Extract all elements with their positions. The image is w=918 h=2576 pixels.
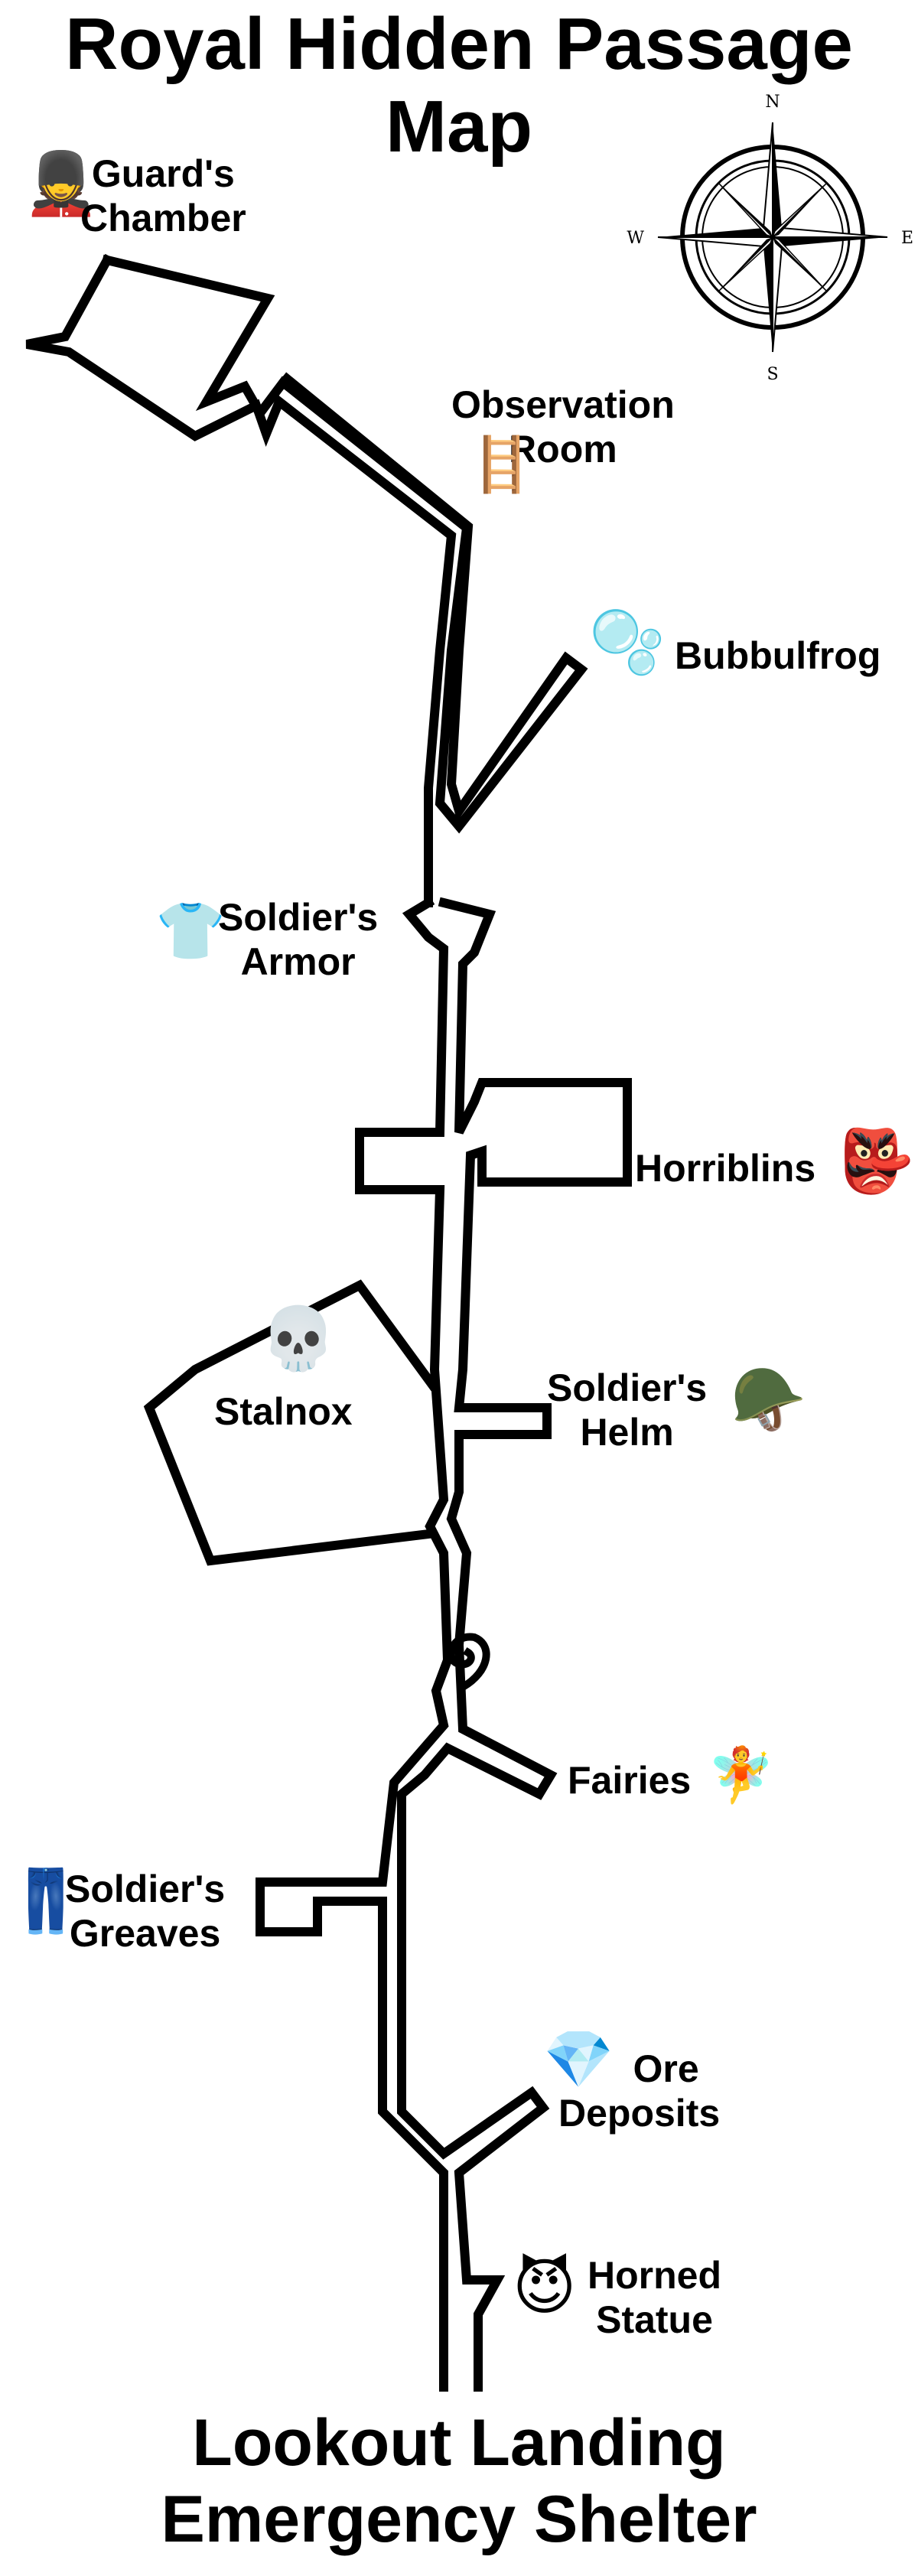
soldiers-helm-line-1: Soldier's — [547, 1366, 708, 1409]
shirt-icon: 👕 — [155, 899, 226, 962]
observation-room-line-2: Room — [509, 428, 617, 471]
ore-deposits-line-1: Ore — [633, 2047, 699, 2090]
soldiers-armor-line-1: Soldier's — [218, 896, 379, 939]
map-title-line-2: Map — [386, 86, 532, 168]
helmet-icon: 🪖 — [731, 1366, 807, 1434]
guards-chamber-line-1: Guard's — [91, 152, 235, 195]
bubbulfrog-label: Bubbulfrog — [675, 634, 881, 677]
horned-statue-label: Horned Statue — [588, 2253, 721, 2342]
destination-title-line-1: Lookout Landing — [192, 2406, 726, 2480]
horned-statue-line-2: Statue — [596, 2298, 713, 2341]
skull-icon: 💀 — [260, 1304, 337, 1373]
goblin-mask-icon: 👺 — [838, 1127, 914, 1195]
gem-icon: 💎 — [543, 2027, 614, 2091]
horned-statue-line-1: Horned — [588, 2254, 721, 2297]
soldiers-greaves-line-2: Greaves — [69, 1912, 221, 1955]
soldiers-helm-label: Soldier's Helm — [547, 1366, 707, 1454]
compass-s: S — [767, 365, 778, 384]
soldiers-greaves-label: Soldier's Greaves — [65, 1867, 225, 1956]
observation-room-label: Observation Room — [451, 383, 675, 471]
compass-e: E — [901, 229, 913, 248]
ladder-icon: 🪜 — [468, 435, 536, 494]
ore-deposits-line-2: Deposits — [558, 2092, 721, 2135]
guards-chamber-line-2: Chamber — [80, 197, 246, 239]
fairies-label: Fairies — [568, 1759, 692, 1802]
stalnox-label: Stalnox — [214, 1390, 353, 1433]
passage-wall-left — [256, 896, 453, 2392]
guards-chamber-room — [101, 254, 588, 834]
observation-room-line-1: Observation — [451, 383, 675, 426]
horriblins-label: Horriblins — [635, 1147, 816, 1190]
passage-swirl — [447, 1633, 490, 1692]
soldiers-armor-line-2: Armor — [240, 940, 356, 983]
ore-deposits-label: Ore Deposits — [558, 2047, 720, 2135]
compass-rose: N S E W — [627, 93, 913, 384]
soldiers-armor-label: Soldier's Armor — [218, 895, 378, 984]
jeans-icon: 👖 — [8, 1867, 84, 1935]
fairy-icon: 🧚 — [708, 1745, 775, 1805]
passage-wall-right — [397, 897, 632, 2392]
guards-chamber-entrance — [25, 253, 457, 907]
bubbles-icon: 🫧 — [589, 608, 666, 676]
map-title-line-1: Royal Hidden Passage — [65, 3, 853, 85]
devil-icon: 😈 — [513, 2253, 577, 2321]
stalnox-room — [143, 1279, 439, 1566]
compass-w: W — [627, 229, 644, 248]
destination-title-line-2: Emergency Shelter — [161, 2483, 757, 2556]
compass-n: N — [765, 93, 780, 112]
guard-icon: 💂 — [23, 149, 99, 217]
guards-chamber-label: Guard's Chamber — [80, 151, 246, 240]
soldiers-greaves-line-1: Soldier's — [65, 1868, 226, 1910]
soldiers-helm-line-2: Helm — [580, 1411, 674, 1454]
